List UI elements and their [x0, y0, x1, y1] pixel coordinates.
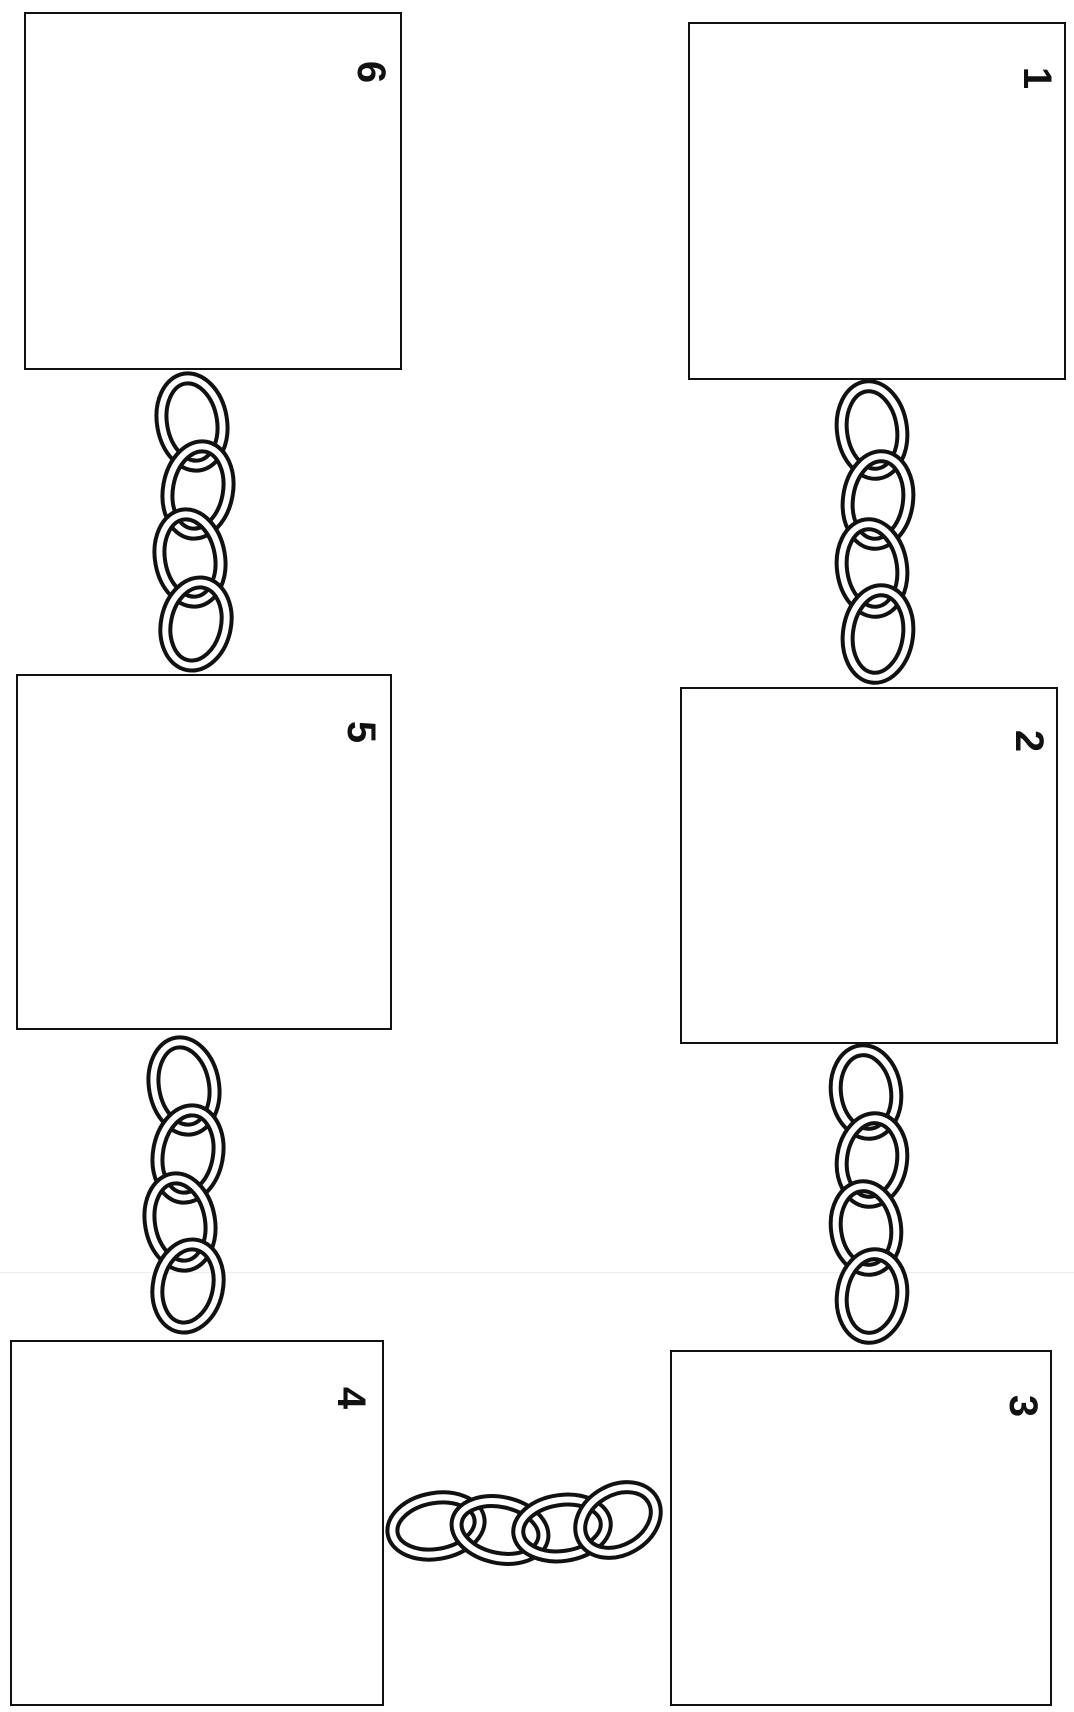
- chain-icon: [836, 382, 914, 681]
- box-3: 3: [670, 1350, 1052, 1706]
- chain-icon: [388, 1474, 668, 1567]
- box-number: 1: [1017, 67, 1057, 89]
- chain-link-1-2: [820, 378, 930, 690]
- box-4: 4: [10, 1340, 384, 1706]
- chain-link-4-3: [382, 1470, 672, 1580]
- box-number: 6: [351, 61, 391, 83]
- chain-icon: [830, 1046, 907, 1342]
- box-number: 2: [1009, 730, 1049, 752]
- chain-icon: [153, 373, 235, 671]
- chain-link-6-5: [140, 366, 250, 678]
- box-number: 3: [1003, 1395, 1043, 1417]
- box-5: 5: [16, 674, 392, 1030]
- box-1: 1: [688, 22, 1066, 380]
- chain-icon: [143, 1037, 226, 1333]
- box-number: 5: [341, 721, 381, 743]
- box-2: 2: [680, 687, 1058, 1044]
- chain-link-5-4: [130, 1028, 240, 1344]
- box-number: 4: [331, 1387, 371, 1409]
- box-6: 6: [24, 12, 402, 370]
- chain-link-2-3: [814, 1042, 924, 1354]
